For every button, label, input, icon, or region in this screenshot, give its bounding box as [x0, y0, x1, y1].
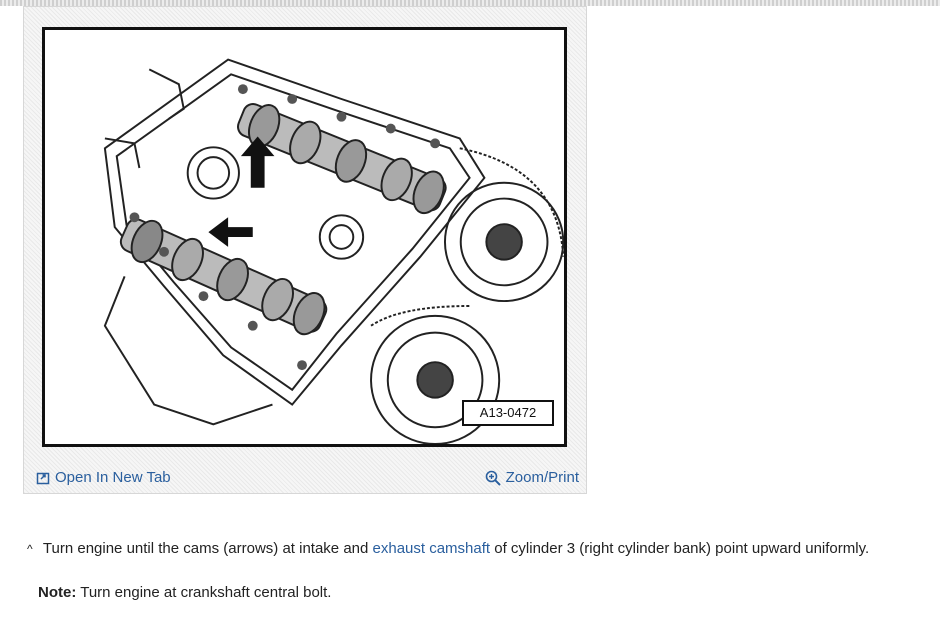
- exhaust-camshaft-link[interactable]: exhaust camshaft: [372, 540, 491, 557]
- open-in-new-tab-link[interactable]: Open In New Tab: [36, 469, 171, 486]
- step-text-after: of cylinder 3 (right cylinder bank) poin…: [490, 540, 870, 557]
- figure-reference-label: A13-0472: [462, 400, 554, 426]
- open-new-tab-icon: [36, 471, 50, 485]
- zoom-magnifier-icon: [485, 470, 501, 486]
- zoom-print-link[interactable]: Zoom/Print: [485, 469, 579, 486]
- engine-camshaft-illustration: A13-0472: [42, 27, 567, 447]
- note-text: Turn engine at crankshaft central bolt.: [76, 584, 332, 601]
- instruction-step: ^ Turn engine until the cams (arrows) at…: [27, 540, 869, 557]
- note-label: Note:: [38, 584, 77, 601]
- figure-panel: A13-0472 Open In New Tab Zoom/Print: [23, 6, 587, 494]
- engine-diagram: [103, 58, 564, 444]
- step-text-before: Turn engine until the cams (arrows) at i…: [42, 540, 373, 557]
- step-marker: ^: [27, 542, 33, 556]
- top-divider: [0, 0, 940, 6]
- note-paragraph: Note: Turn engine at crankshaft central …: [38, 584, 331, 601]
- open-in-new-tab-label: Open In New Tab: [55, 469, 171, 486]
- zoom-print-label: Zoom/Print: [505, 469, 579, 486]
